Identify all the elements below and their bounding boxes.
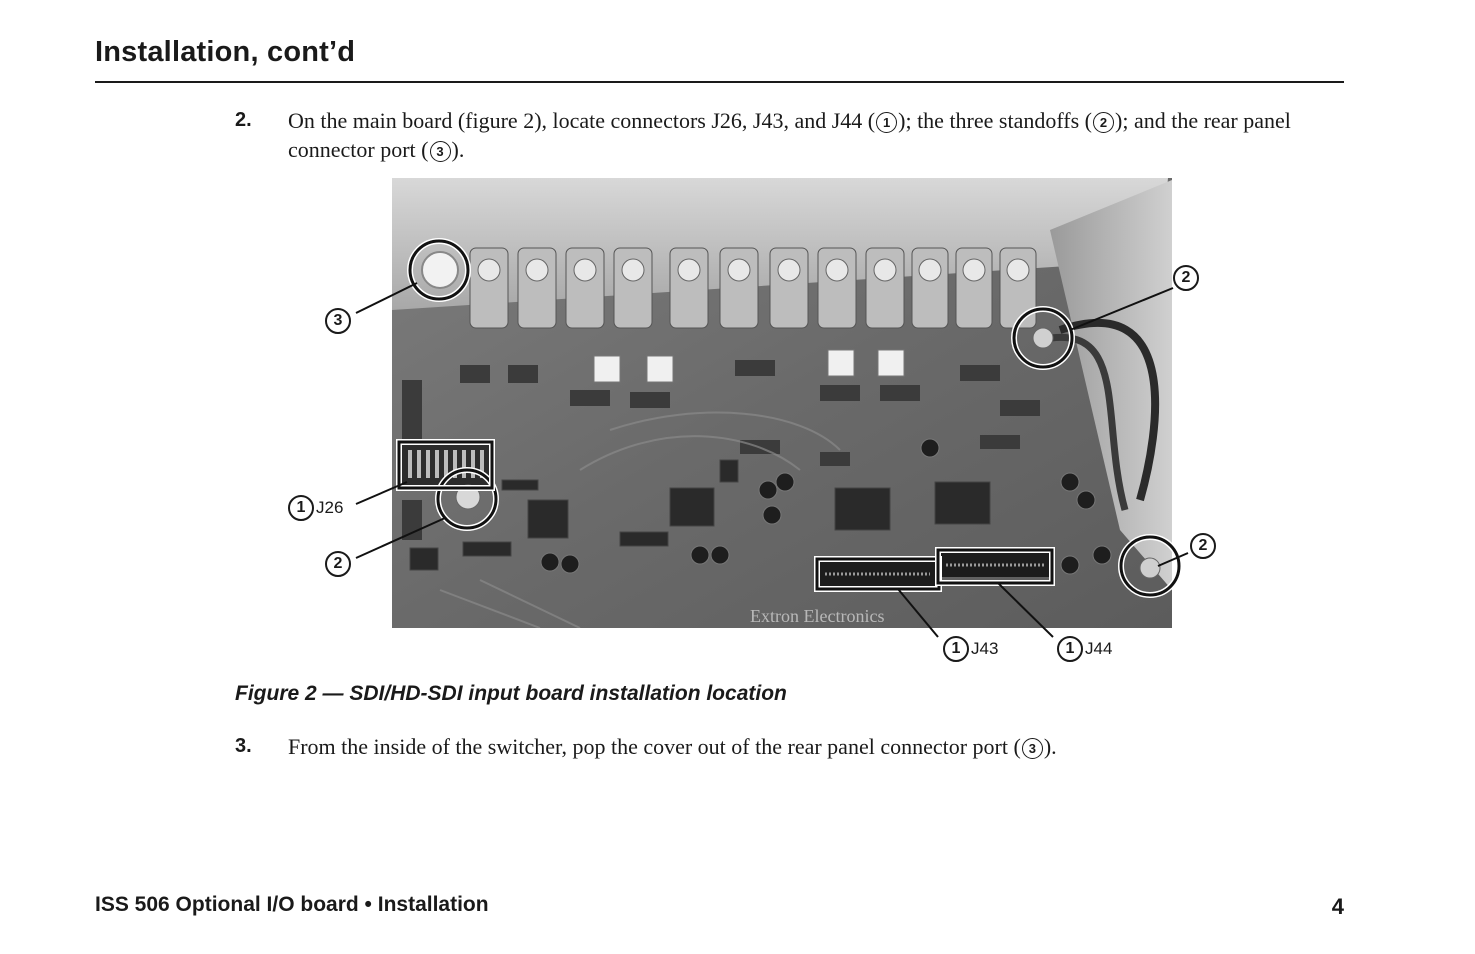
callout-number-badge: 2 <box>1190 533 1216 559</box>
callout-standoff-left: 2 <box>325 551 351 577</box>
figure: Extron Electronics <box>280 170 1240 670</box>
page-number: 4 <box>1331 894 1344 919</box>
step-text: From the inside of the switcher, pop the… <box>288 734 1057 759</box>
callout-j26: 1 J26 <box>288 495 343 521</box>
callout-standoff-bottom-right: 2 <box>1190 533 1216 559</box>
callout-number-badge: 1 <box>943 636 969 662</box>
leader-lines <box>355 282 1189 638</box>
callout-number-badge: 2 <box>1173 265 1199 291</box>
callout-rear-panel-port: 3 <box>325 308 351 334</box>
callout-marker: 3 <box>429 141 451 162</box>
callout-number-badge: 2 <box>325 551 351 577</box>
annotation-overlay <box>396 238 1182 598</box>
callout-marker: 3 <box>1021 738 1043 759</box>
callout-marker: 2 <box>1093 112 1114 133</box>
connector-label: J26 <box>316 498 344 517</box>
callout-number-badge: 1 <box>1057 636 1083 662</box>
board-silkscreen: Extron Electronics <box>750 606 884 626</box>
callout-j43: 1 J43 <box>943 636 998 662</box>
callout-number-badge: 1 <box>288 495 314 521</box>
step-number: 3. <box>235 735 252 757</box>
step-text: On the main board (figure 2), locate con… <box>288 108 1291 162</box>
callout-marker: 1 <box>876 112 898 133</box>
callout-j44: 1 J44 <box>1057 636 1112 662</box>
page-title: Installation, cont’d <box>95 36 356 68</box>
figure-caption: Figure 2 — SDI/HD-SDI input board instal… <box>235 682 787 705</box>
title-divider <box>95 81 1344 83</box>
callout-standoff-top-right: 2 <box>1173 265 1199 291</box>
step-number: 2. <box>235 109 252 131</box>
connector-label: J43 <box>971 639 999 658</box>
callout-number-badge: 3 <box>325 308 351 334</box>
connector-label: J44 <box>1085 639 1113 658</box>
footer-document-title: ISS 506 Optional I/O board • Installatio… <box>95 893 489 916</box>
circuit-board-photo: Extron Electronics <box>355 178 1189 638</box>
